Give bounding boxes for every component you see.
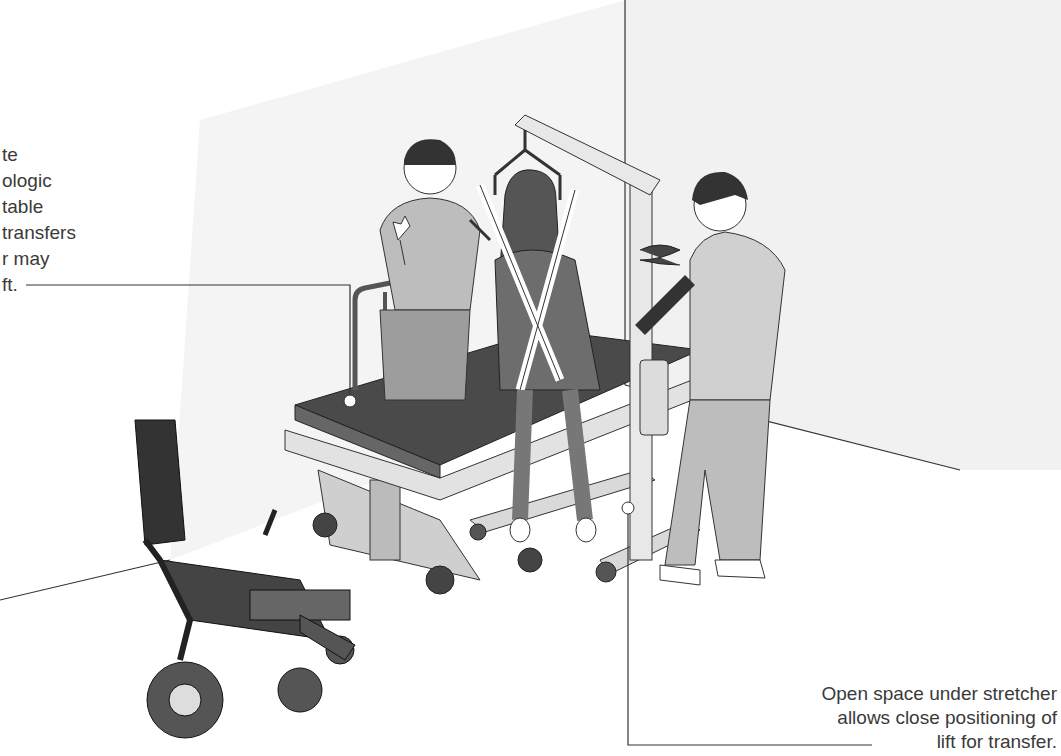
callout-text: Open space under stretcher allows close … [817,682,1057,754]
callout-text-fragment: ft. [2,273,18,297]
callout-text-fragment: r may [2,247,50,271]
callout-text-fragment: ologic [2,169,52,193]
callout-text-fragment: transfers [2,221,76,245]
leader-line [628,514,872,745]
callout-text-fragment: te [2,143,18,167]
leader-dot [622,502,634,514]
leader-line [26,285,350,395]
callout-text-fragment: table [2,195,43,219]
